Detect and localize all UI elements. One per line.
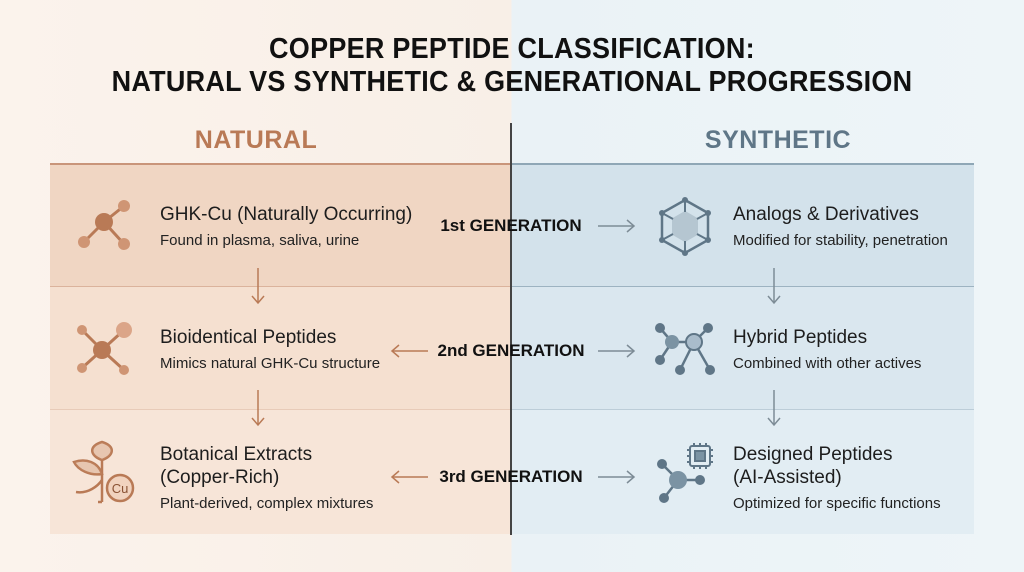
synthetic-row-1-bg — [512, 164, 974, 286]
synthetic-column-header: SYNTHETIC — [704, 126, 852, 154]
leaf-copper-icon: Cu — [72, 440, 135, 504]
ghk-cu-subtitle: Found in plasma, saliva, urine — [160, 232, 360, 249]
natural-row-3-bg — [50, 410, 510, 534]
left-arrow-icon — [390, 470, 428, 484]
molecule-icon — [77, 322, 132, 375]
down-arrow-icon — [251, 268, 265, 305]
natural-column-header: NATURAL — [194, 126, 318, 154]
copper-symbol-label: Cu — [112, 481, 129, 496]
bioidentical-peptides-subtitle: Mimics natural GHK-Cu structure — [160, 355, 381, 372]
generation-3-label: 3rd GENERATION — [439, 467, 583, 486]
right-arrow-icon — [598, 219, 636, 233]
natural-header-rule — [50, 163, 510, 165]
analogs-derivatives-title: Analogs & Derivatives — [733, 204, 919, 225]
right-arrow-icon — [598, 470, 636, 484]
generation-2-label: 2nd GENERATION — [437, 341, 585, 360]
center-divider — [510, 123, 512, 535]
analogs-derivatives-subtitle: Modified for stability, penetration — [733, 232, 948, 249]
designed-peptides-subtitle: Optimized for specific functions — [733, 495, 941, 512]
generation-1-label: 1st GENERATION — [440, 216, 582, 235]
bioidentical-peptides-title: Bioidentical Peptides — [160, 327, 337, 348]
molecule-icon — [78, 200, 130, 250]
natural-row-divider-1 — [50, 286, 510, 287]
synthetic-row-2-bg — [512, 287, 974, 409]
page-title-line-1: COPPER PEPTIDE CLASSIFICATION: — [269, 33, 755, 65]
ghk-cu-title: GHK-Cu (Naturally Occurring) — [160, 204, 413, 225]
designed-peptides-title-line-2: (AI-Assisted) — [733, 467, 842, 488]
natural-row-2-bg — [50, 287, 510, 409]
botanical-extracts-title: Botanical Extracts — [160, 444, 313, 465]
hybrid-peptides-subtitle: Combined with other actives — [733, 355, 922, 372]
down-arrow-icon — [251, 390, 265, 427]
synthetic-row-divider-2 — [512, 409, 974, 410]
page-title-line-2: NATURAL VS SYNTHETIC & GENERATIONAL PROG… — [111, 66, 913, 98]
botanical-extracts-title-line-2: (Copper-Rich) — [160, 467, 280, 488]
synthetic-row-3-bg — [512, 410, 974, 534]
down-arrow-icon — [767, 390, 781, 427]
botanical-extracts-subtitle: Plant-derived, complex mixtures — [160, 495, 374, 512]
chip-molecule-icon — [657, 443, 713, 503]
hybrid-peptides-title: Hybrid Peptides — [733, 327, 868, 348]
synthetic-row-divider-1 — [512, 286, 974, 287]
left-arrow-icon — [390, 344, 428, 358]
natural-row-divider-2 — [50, 409, 510, 410]
down-arrow-icon — [767, 268, 781, 305]
designed-peptides-title: Designed Peptides — [733, 444, 893, 465]
natural-row-1-bg — [50, 164, 510, 286]
hexagon-ring-icon — [659, 197, 711, 256]
network-molecule-icon — [655, 323, 715, 375]
synthetic-header-rule — [512, 163, 974, 165]
right-arrow-icon — [598, 344, 636, 358]
